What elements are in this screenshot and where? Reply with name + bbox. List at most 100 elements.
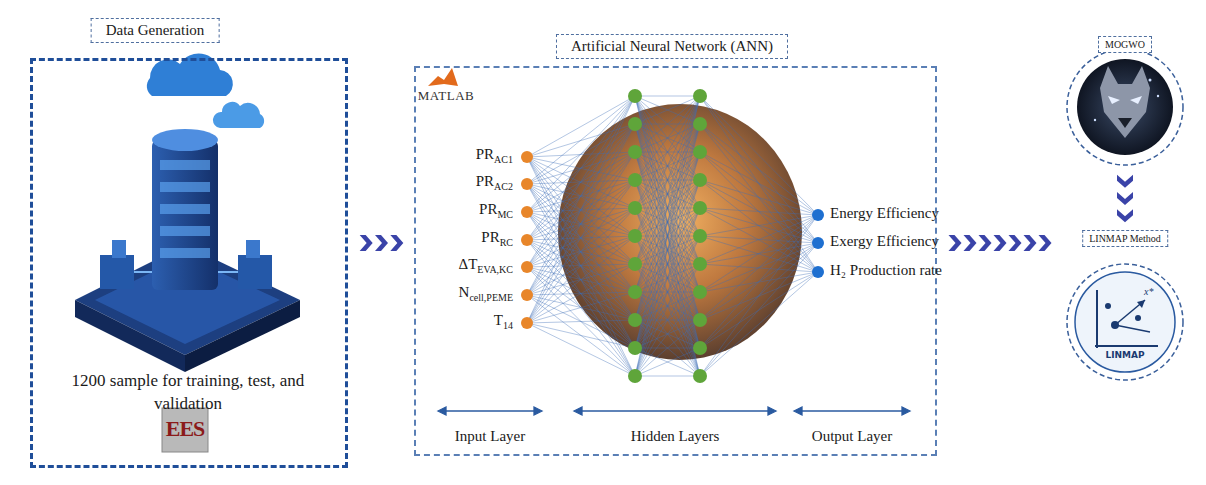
- hidden-neuron: [693, 341, 707, 355]
- hidden-neuron: [628, 173, 642, 187]
- weight-line: [700, 215, 818, 348]
- weight-line: [635, 96, 700, 348]
- hidden-neuron: [693, 257, 707, 271]
- weight-line: [635, 96, 700, 292]
- input-variable: PRRC: [481, 229, 513, 246]
- weight-line: [527, 236, 635, 323]
- weight-line: [700, 124, 818, 272]
- weight-line: [635, 320, 700, 376]
- weight-line: [635, 292, 700, 376]
- hidden-neuron: [693, 285, 707, 299]
- weight-line: [527, 180, 635, 323]
- chevron: [964, 235, 977, 251]
- panel-node: MOGWO: [1060, 36, 1190, 168]
- weight-line: [635, 320, 700, 376]
- input-variable: PRMC: [479, 201, 513, 218]
- weight-line: [635, 96, 700, 124]
- software-logo: MATLAB: [418, 88, 474, 104]
- weight-line: [527, 157, 635, 348]
- input-neuron: [521, 317, 533, 329]
- chevron: [979, 235, 992, 251]
- hidden-neuron: [693, 173, 707, 187]
- weight-line: [527, 208, 635, 323]
- weight-line: [700, 236, 818, 272]
- variable-subscript: AC1: [494, 154, 513, 165]
- weight-line: [700, 152, 818, 272]
- hidden-neuron: [628, 285, 642, 299]
- body-text: 1200 sample for training, test, and vali…: [58, 370, 318, 416]
- heading-label: Artificial Neural Network (ANN): [556, 34, 788, 59]
- chevron: [994, 235, 1007, 251]
- hidden-neuron: [628, 89, 642, 103]
- weight-line: [635, 152, 700, 376]
- output-neuron: [812, 266, 824, 278]
- variable-symbol: T: [494, 312, 503, 329]
- variable-symbol: ΔT: [459, 256, 478, 273]
- weight-line: [700, 180, 818, 215]
- weight-line: [527, 96, 635, 184]
- input-variable: PRAC1: [476, 146, 513, 163]
- chevron: [949, 235, 962, 251]
- input-variable: ΔTEVA,KC: [459, 256, 513, 273]
- weight-line: [527, 184, 635, 348]
- layer-label: Hidden Layers: [631, 428, 720, 445]
- brain-image: [558, 104, 802, 360]
- output-neuron: [812, 237, 824, 249]
- weight-line: [635, 96, 700, 208]
- heading-label: MOGWO: [1098, 36, 1152, 53]
- weight-line: [527, 267, 635, 376]
- output-variable: Energy Efficiency: [830, 205, 939, 222]
- hidden-neuron: [628, 257, 642, 271]
- weight-line: [700, 180, 818, 272]
- hidden-neuron: [693, 201, 707, 215]
- chevron-connector: [949, 235, 1052, 251]
- weight-line: [635, 96, 700, 376]
- weight-line: [635, 96, 700, 292]
- hidden-neuron: [693, 369, 707, 383]
- input-variable: Ncell,PEME: [459, 284, 513, 301]
- logo-box: [162, 408, 208, 452]
- output-variable: H₂ Production rate: [830, 262, 942, 279]
- dashed-panel: [414, 66, 937, 456]
- dashed-ring: [1060, 230, 1190, 386]
- weight-line: [635, 376, 700, 377]
- weight-line: [635, 96, 700, 264]
- hidden-neuron: [693, 89, 707, 103]
- chevron: [375, 235, 388, 251]
- hidden-neuron: [693, 313, 707, 327]
- layer-label: Input Layer: [455, 428, 525, 445]
- weight-line: [635, 96, 700, 236]
- weight-line: [527, 124, 635, 323]
- weight-line: [527, 157, 635, 376]
- weight-line: [700, 243, 818, 376]
- weight-line: [635, 124, 700, 376]
- input-neuron: [521, 289, 533, 301]
- weight-line: [700, 96, 818, 215]
- input-neuron: [521, 151, 533, 163]
- weight-line: [527, 152, 635, 323]
- weight-line: [635, 96, 700, 320]
- wolf-illustration: [1077, 59, 1173, 155]
- weight-line: [635, 152, 700, 376]
- layer-label: Output Layer: [812, 428, 892, 445]
- hidden-neuron: [628, 117, 642, 131]
- chevron-connector: [1117, 175, 1133, 223]
- input-neuron: [521, 206, 533, 218]
- weight-line: [635, 180, 700, 376]
- matlab-logo: [428, 68, 458, 86]
- chevron: [1117, 175, 1133, 188]
- weight-line: [635, 348, 700, 376]
- server-illustration: [75, 54, 300, 372]
- weight-line: [635, 236, 700, 376]
- hidden-neuron: [628, 145, 642, 159]
- network-lines: [527, 96, 818, 376]
- dashed-ring: [1060, 36, 1190, 168]
- weight-line: [700, 208, 818, 272]
- weight-line: [700, 215, 818, 236]
- weight-line: [635, 96, 700, 208]
- weight-line: [527, 124, 635, 157]
- heading-label: Data Generation: [91, 18, 220, 43]
- weight-line: [700, 180, 818, 243]
- weight-line: [635, 96, 700, 152]
- weight-line: [700, 208, 818, 243]
